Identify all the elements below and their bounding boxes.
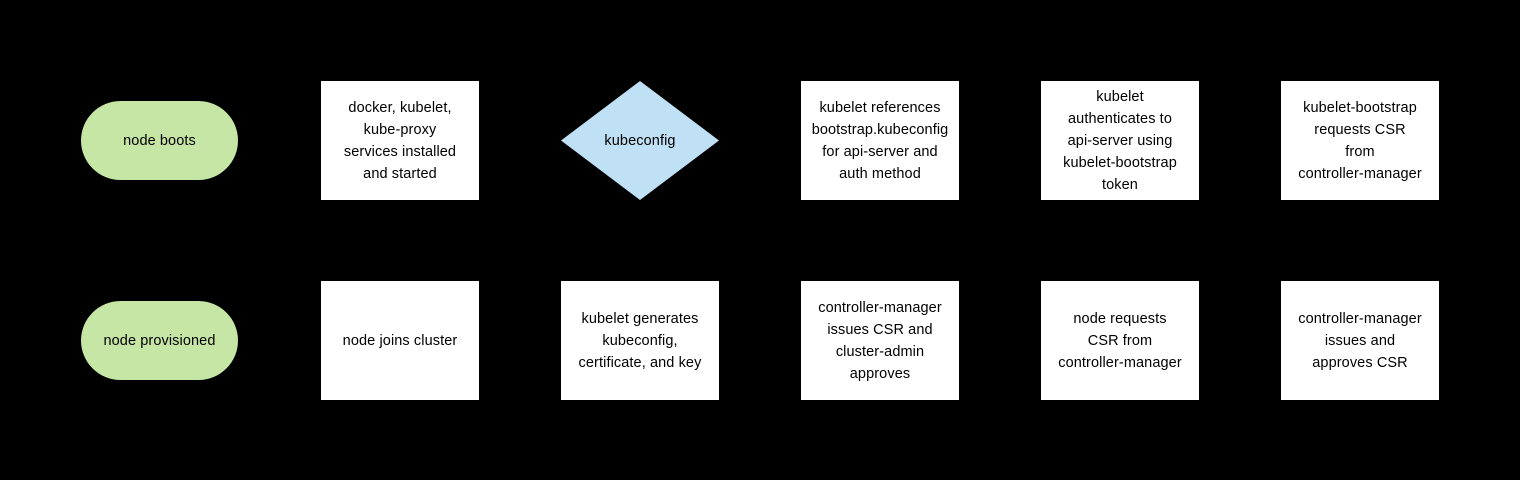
flow-node-label: node boots — [123, 132, 196, 149]
flow-node-label: node provisioned — [103, 332, 216, 349]
flow-node-label: controller-manager issues CSR and cluste… — [818, 299, 942, 382]
flow-node-kubelet-authenticates[interactable]: kubelet authenticates to api-server usin… — [1041, 81, 1199, 200]
flow-node-cm-issues-csr[interactable]: controller-manager issues CSR and cluste… — [801, 281, 959, 400]
flow-node-label: node joins cluster — [342, 332, 458, 349]
flow-node-label-line-3: for api-server and auth method — [822, 143, 938, 182]
flow-node-label: node requests CSR from controller-manage… — [1058, 310, 1182, 371]
flow-node-label: kubelet references bootstrap.kubeconfig fo… — [801, 97, 959, 185]
flow-node-kubelet-generates[interactable]: kubelet generates kubeconfig, certificat… — [561, 281, 719, 400]
flow-node-kubelet-references-bootstrap[interactable]: kubelet references bootstrap.kubeconfig fo… — [801, 81, 959, 200]
flow-node-node-boots[interactable]: node boots — [81, 101, 238, 180]
flow-node-node-provisioned[interactable]: node provisioned — [81, 301, 238, 380]
flow-node-label: kubelet-bootstrap requests CSR from cont… — [1298, 99, 1422, 182]
flow-node-label: docker, kubelet, kube-proxy services ins… — [343, 99, 457, 182]
flow-node-label-line-2: bootstrap.kubeconfig — [811, 121, 949, 138]
flow-node-label: kubelet generates kubeconfig, certificat… — [578, 310, 702, 371]
flow-node-node-requests-csr[interactable]: node requests CSR from controller-manage… — [1041, 281, 1199, 400]
flow-node-kubeconfig[interactable]: kubeconfig — [561, 81, 719, 200]
flow-node-bootstrap-requests-csr[interactable]: kubelet-bootstrap requests CSR from cont… — [1281, 81, 1439, 200]
flow-node-cm-issues-approves[interactable]: controller-manager issues and approves C… — [1281, 281, 1439, 400]
flow-node-services-installed[interactable]: docker, kubelet, kube-proxy services ins… — [321, 81, 479, 200]
flow-node-label-line-1: kubelet references — [819, 99, 941, 116]
flow-node-node-joins-cluster[interactable]: node joins cluster — [321, 281, 479, 400]
flow-node-label: controller-manager issues and approves C… — [1298, 310, 1422, 371]
flow-node-label: kubeconfig — [604, 132, 676, 149]
flow-node-label: kubelet authenticates to api-server usin… — [1063, 88, 1177, 193]
